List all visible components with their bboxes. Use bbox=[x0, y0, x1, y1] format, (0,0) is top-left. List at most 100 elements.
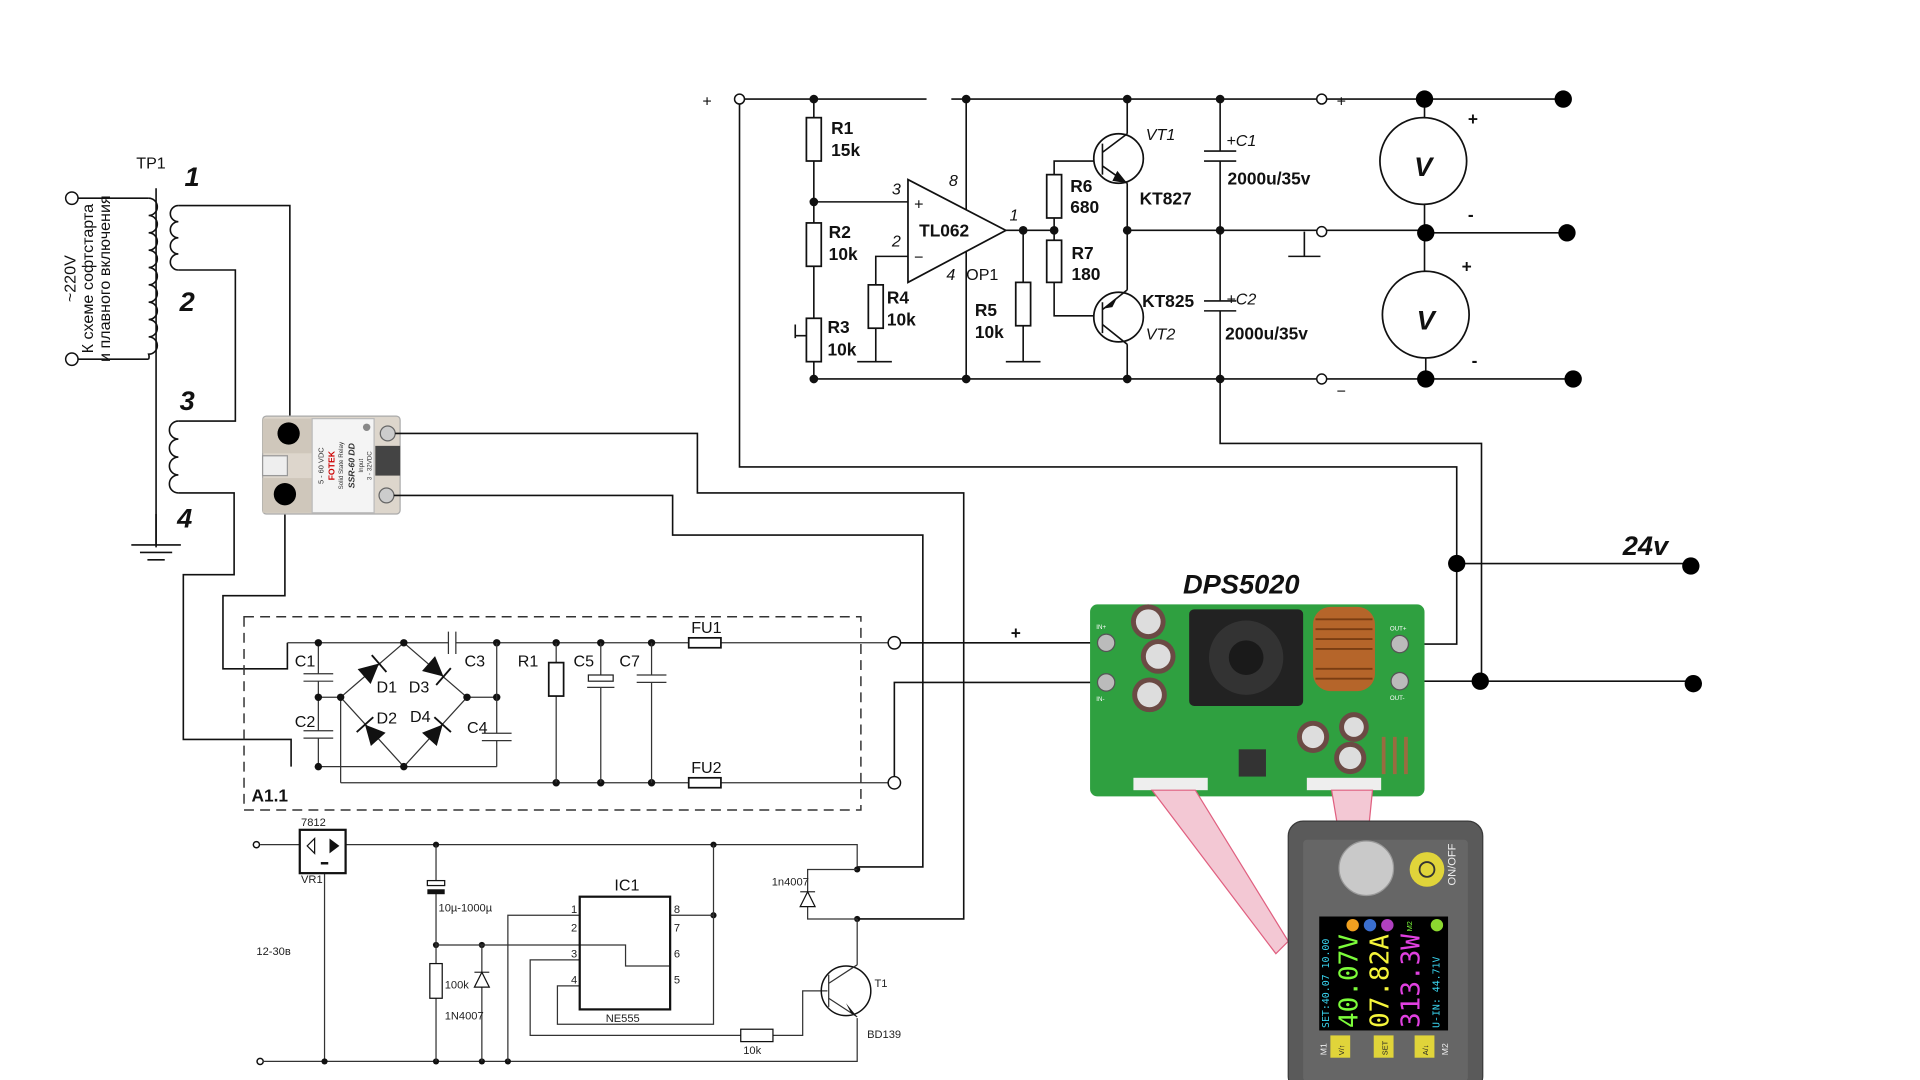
dps-out-minus-terminal bbox=[1390, 671, 1410, 691]
diode-d2 bbox=[356, 716, 386, 746]
r3-value: 10k bbox=[827, 339, 856, 359]
mains-terminal-2 bbox=[64, 352, 79, 367]
r3-ref: R3 bbox=[827, 317, 850, 337]
voltage-up-button[interactable] bbox=[1330, 1035, 1351, 1058]
opamp-pin2: 2 bbox=[891, 232, 901, 250]
timer-diode bbox=[473, 970, 491, 988]
ssr-model: SSR-60 DD bbox=[346, 443, 356, 488]
r6-ref: R6 bbox=[1070, 176, 1093, 196]
rectifier-a1-1: A1.1 FU1 FU2 C1 C2 D1 D3 D2 D4 C3 C4 bbox=[243, 616, 1097, 811]
transistor-vt2 bbox=[1092, 230, 1145, 379]
current-down-label: A/↓ bbox=[1421, 1044, 1430, 1055]
opamp-pin3: 3 bbox=[892, 180, 901, 198]
voltmeters: V V + - + - bbox=[1379, 90, 1582, 388]
rc5-label: C5 bbox=[574, 652, 595, 670]
timer-cap-label: 10µ-1000µ bbox=[439, 903, 493, 915]
transformer: TP1 1 2 3 4 ~220V К схеме софтстарта и п… bbox=[62, 154, 292, 767]
current-down-button[interactable] bbox=[1414, 1035, 1435, 1058]
rail-plus-out: + bbox=[1337, 93, 1346, 111]
primary-voltage-label: ~220V bbox=[62, 255, 80, 302]
ssr-output-terminal-1 bbox=[277, 422, 300, 445]
rc7-label: C7 bbox=[619, 652, 640, 670]
d4-label: D4 bbox=[410, 708, 431, 726]
ic-pin-3: 3 bbox=[571, 948, 577, 960]
power-icon bbox=[1418, 861, 1436, 878]
timer-resistor-100k bbox=[429, 962, 443, 999]
pin-3-label: 3 bbox=[180, 385, 195, 416]
primary-note-line2: и плавного включения bbox=[96, 195, 114, 362]
d3-label: D3 bbox=[409, 678, 430, 696]
dps-input-plus-label: + bbox=[1011, 623, 1021, 643]
resistor-r6 bbox=[1045, 173, 1063, 219]
lcd-mode: M2 bbox=[1405, 921, 1414, 931]
d1-label: D1 bbox=[377, 678, 398, 696]
base-res-label: 10k bbox=[743, 1045, 761, 1057]
t1-ref: T1 bbox=[875, 978, 888, 990]
diode-d4 bbox=[422, 716, 452, 746]
secondary-winding-3-4 bbox=[168, 420, 179, 494]
ic-pin-6: 6 bbox=[674, 948, 680, 960]
voltmeter-2-plus: + bbox=[1462, 256, 1472, 276]
opamp-pin1: 1 bbox=[1010, 206, 1019, 224]
r4-value: 10k bbox=[887, 310, 916, 330]
r5-ref: R5 bbox=[975, 300, 998, 320]
lcd-power: 313.3W bbox=[1397, 934, 1427, 1028]
vt1-part: KT827 bbox=[1140, 188, 1192, 208]
opamp-label: TL062 bbox=[919, 221, 969, 241]
check-icon bbox=[1363, 918, 1377, 932]
c2-value: 2000u/35v bbox=[1225, 323, 1308, 343]
opamp-minus: − bbox=[914, 249, 923, 267]
dps-in-plus-terminal bbox=[1096, 633, 1116, 653]
opamp-pin4: 4 bbox=[946, 266, 955, 284]
supply-voltage-label: 12-30в bbox=[256, 946, 290, 958]
solid-state-relay: 5 - 60 VDC FOTEK Solid State Relay SSR-6… bbox=[261, 415, 965, 920]
rc1-label: C1 bbox=[295, 652, 316, 670]
dps-in-minus-terminal bbox=[1096, 673, 1116, 692]
dps-controller: ON/OFF SET:40.07 10.00 40.07V 07.82A 313… bbox=[1287, 820, 1484, 1080]
resistor-r2 bbox=[805, 222, 823, 268]
transistor-vt1 bbox=[1092, 99, 1145, 231]
dps-out-plus-text: OUT+ bbox=[1390, 625, 1407, 632]
ic-pin-8: 8 bbox=[674, 904, 680, 916]
lock-icon bbox=[1346, 918, 1359, 932]
voltage-regulator-7812 bbox=[298, 828, 347, 875]
output-24v-label: 24v bbox=[1622, 530, 1670, 561]
rc2-label: C2 bbox=[295, 713, 316, 731]
d2-label: D2 bbox=[377, 709, 398, 727]
on-off-button[interactable] bbox=[1409, 852, 1445, 887]
ssr-output-rating: 5 - 60 VDC bbox=[316, 447, 325, 484]
rectifier-out-plus bbox=[887, 635, 902, 650]
timer-res-label: 100k bbox=[445, 979, 470, 991]
pin-4-label: 4 bbox=[176, 503, 192, 534]
lcd-voltage: 40.07V bbox=[1335, 934, 1365, 1028]
ic-pin-4: 4 bbox=[571, 974, 577, 986]
rc3-label: C3 bbox=[465, 652, 486, 670]
r7-ref: R7 bbox=[1071, 243, 1093, 263]
relay-diode-label: 1n4007 bbox=[772, 877, 809, 889]
opamp-ref: OP1 bbox=[966, 266, 998, 284]
a1-1-label: A1.1 bbox=[251, 785, 288, 805]
pin-1-label: 1 bbox=[185, 161, 200, 192]
dps-title: DPS5020 bbox=[1183, 568, 1300, 599]
lcd-input-voltage: U-IN: 44.71V bbox=[1431, 956, 1442, 1027]
dps-out-plus-terminal bbox=[1390, 634, 1410, 654]
voltmeter-2-minus: - bbox=[1472, 351, 1478, 371]
set-button[interactable] bbox=[1373, 1035, 1394, 1058]
on-off-label: ON/OFF bbox=[1446, 843, 1458, 885]
rr1-label: R1 bbox=[518, 652, 539, 670]
primary-winding bbox=[147, 197, 159, 360]
ic1-ne555 bbox=[578, 895, 672, 1011]
ground-icon bbox=[131, 513, 181, 561]
ssr-type: Solid State Relay bbox=[338, 441, 345, 489]
output-power-icon bbox=[1430, 918, 1444, 932]
vt2-ref: VT2 bbox=[1146, 325, 1176, 343]
fu1-label: FU1 bbox=[691, 619, 721, 637]
dps-in-minus-text: IN- bbox=[1096, 696, 1104, 703]
resistor-r5 bbox=[1014, 281, 1032, 327]
adjust-knob[interactable] bbox=[1338, 840, 1395, 897]
dps5020-board: DPS5020 IN+ IN- OUT+ OUT- bbox=[1090, 568, 1425, 955]
timer-circuit: 7812 VR1 12-30в 10µ-1000µ 100k 1N4007 IC… bbox=[252, 817, 901, 1066]
r1-ref: R1 bbox=[831, 118, 854, 138]
ic-ref: IC1 bbox=[614, 877, 639, 895]
